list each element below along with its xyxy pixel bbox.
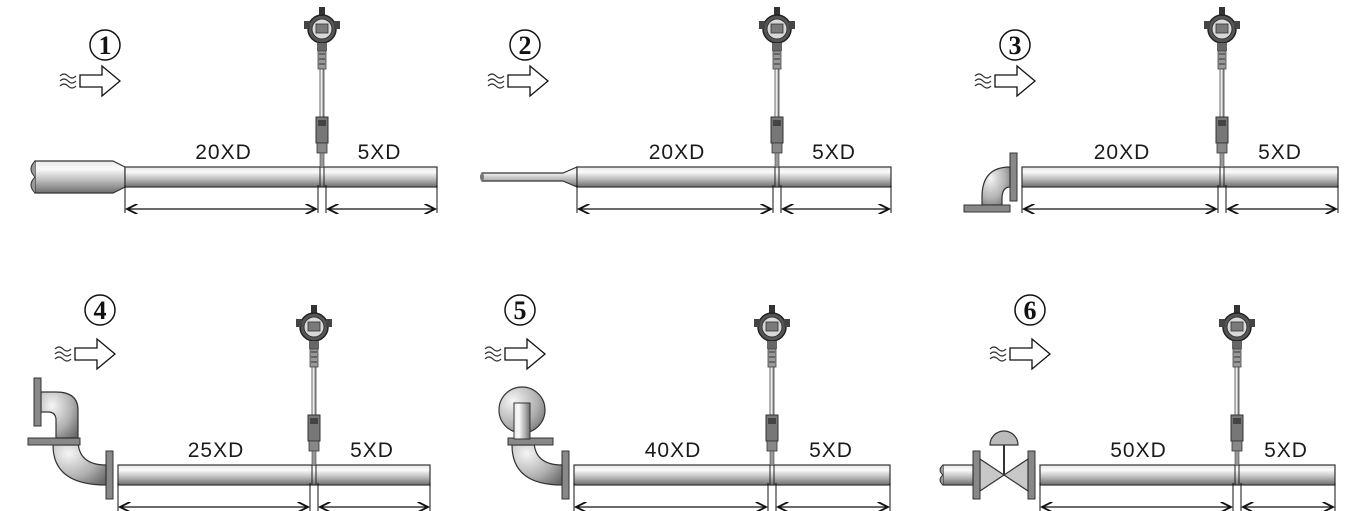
upstream-length-label: 20XD bbox=[1094, 141, 1151, 164]
flow-direction-arrow-icon bbox=[59, 65, 121, 97]
upstream-fitting-single-elbow bbox=[963, 152, 1018, 213]
panel-number: 6 bbox=[1024, 296, 1037, 325]
flow-meter-icon bbox=[753, 304, 791, 466]
downstream-length-label: 5XD bbox=[809, 439, 853, 462]
panel-2: 20XD 5XD 2 bbox=[480, 6, 892, 213]
upstream-fitting-expander bbox=[480, 166, 578, 188]
panel-1: 20XD 5XD 1 bbox=[30, 6, 438, 213]
panel-number-badge bbox=[1014, 294, 1046, 326]
upstream-length-label: 25XD bbox=[188, 439, 245, 462]
panel-number-badge bbox=[999, 29, 1031, 61]
flow-direction-arrow-icon bbox=[484, 338, 546, 370]
downstream-length-label: 5XD bbox=[1264, 439, 1308, 462]
upstream-fitting-valve bbox=[939, 430, 1036, 500]
panel-number: 3 bbox=[1009, 31, 1022, 60]
panel-4: 25XD 5XD 4 bbox=[27, 294, 431, 511]
panel-number: 4 bbox=[94, 296, 107, 325]
flow-meter-icon bbox=[303, 6, 341, 168]
pipe bbox=[573, 464, 891, 486]
downstream-length-label: 5XD bbox=[358, 141, 402, 164]
downstream-length-label: 5XD bbox=[812, 141, 856, 164]
upstream-length-label: 20XD bbox=[649, 141, 706, 164]
panel-3: 20XD 5XD 3 bbox=[963, 6, 1339, 213]
pipe bbox=[124, 166, 438, 188]
upstream-length-label: 40XD bbox=[645, 439, 702, 462]
panel-number: 1 bbox=[99, 31, 112, 60]
panel-6: 50XD 5XD 6 bbox=[939, 294, 1336, 511]
downstream-length-label: 5XD bbox=[1258, 141, 1302, 164]
downstream-length-label: 5XD bbox=[350, 439, 394, 462]
upstream-fitting-double-elbow-out-of-plane bbox=[498, 386, 570, 500]
upstream-length-label: 50XD bbox=[1110, 439, 1167, 462]
panel-number-badge bbox=[89, 29, 121, 61]
flow-meter-icon bbox=[295, 304, 333, 466]
flow-direction-arrow-icon bbox=[989, 338, 1051, 370]
pipe bbox=[1039, 464, 1336, 486]
flow-meter-icon bbox=[1203, 6, 1241, 168]
flow-direction-arrow-icon bbox=[487, 65, 549, 97]
pipe bbox=[576, 166, 892, 188]
panel-number: 5 bbox=[514, 296, 527, 325]
panel-number-badge bbox=[84, 294, 116, 326]
flow-meter-icon bbox=[1218, 304, 1256, 466]
panel-number-badge bbox=[504, 294, 536, 326]
panel-5: 40XD 5XD 5 bbox=[484, 294, 891, 511]
upstream-length-label: 20XD bbox=[195, 141, 252, 164]
panel-number: 2 bbox=[519, 31, 532, 60]
panel-number-badge bbox=[509, 29, 541, 61]
flow-direction-arrow-icon bbox=[54, 338, 116, 370]
pipe bbox=[117, 464, 431, 486]
pipe bbox=[1021, 166, 1339, 188]
flow-meter-icon bbox=[758, 6, 796, 168]
upstream-fitting-double-elbow-same-plane bbox=[27, 377, 114, 500]
upstream-fitting-reducer bbox=[30, 160, 126, 194]
flow-direction-arrow-icon bbox=[974, 65, 1036, 97]
